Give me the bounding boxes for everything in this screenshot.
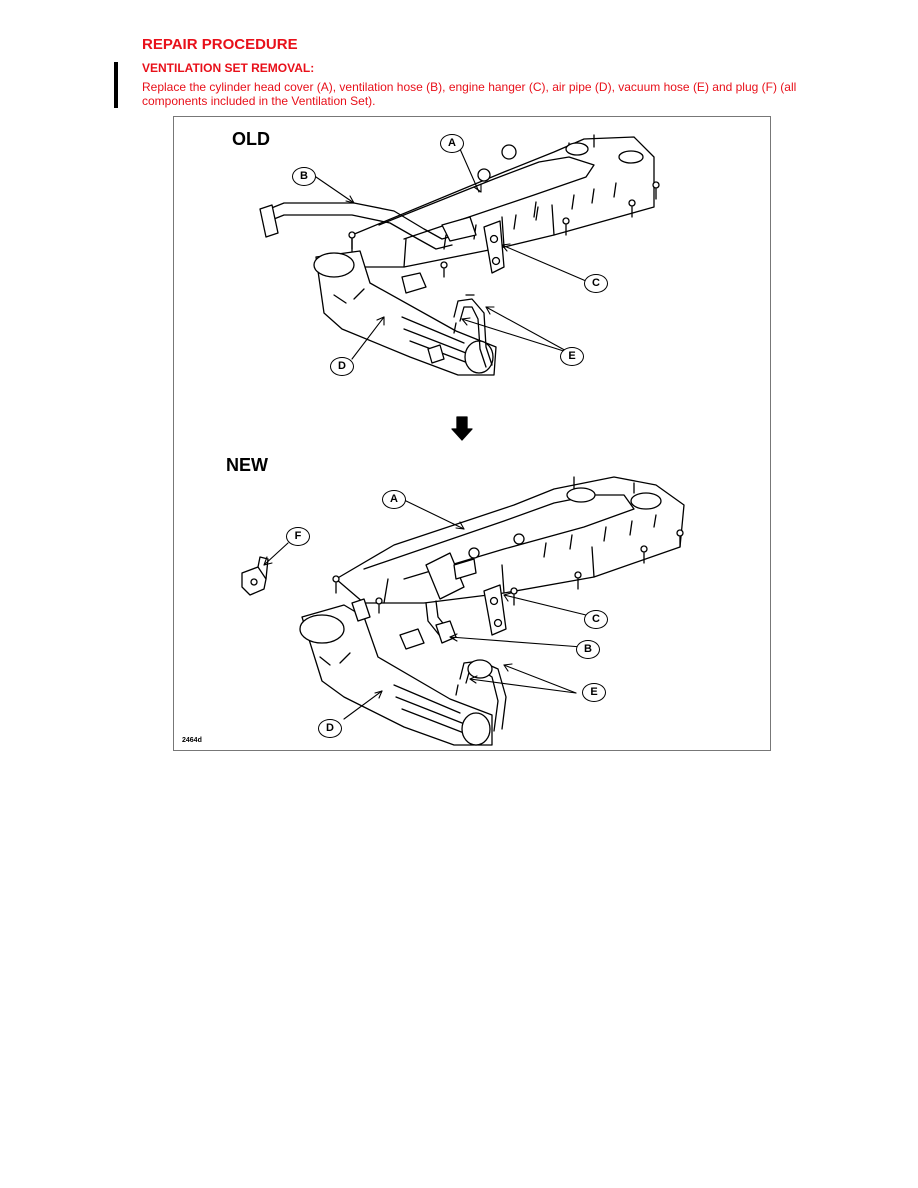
- new-plug: [241, 556, 269, 596]
- old-label: OLD: [232, 129, 270, 149]
- callout-new-b: B: [576, 640, 600, 659]
- old-vacuum-hose: [453, 294, 493, 368]
- callout-old-b: B: [292, 167, 316, 186]
- down-arrow-icon: [451, 416, 473, 441]
- procedure-paragraph: Replace the cylinder head cover (A), ven…: [142, 80, 797, 108]
- callout-new-c: C: [584, 610, 608, 629]
- new-engine-hanger: [483, 584, 507, 636]
- callout-new-e: E: [582, 683, 606, 702]
- old-engine-hanger: [483, 220, 505, 274]
- section-title: REPAIR PROCEDURE: [142, 36, 298, 53]
- new-label: NEW: [226, 455, 268, 475]
- callout-old-d: D: [330, 357, 354, 376]
- leader-lines: [263, 148, 587, 720]
- callout-new-d: D: [318, 719, 342, 738]
- callout-old-c: C: [584, 274, 608, 293]
- callout-new-a: A: [382, 490, 406, 509]
- old-cylinder-head-cover: [348, 134, 660, 278]
- callout-old-e: E: [560, 347, 584, 366]
- old-ventilation-hose: [259, 202, 477, 250]
- ventilation-set-figure: OLD NEW A B C D E A F C B E D 2464d: [173, 116, 771, 751]
- revision-change-bar: [114, 62, 118, 108]
- callout-new-f: F: [286, 527, 310, 546]
- new-cylinder-head-cover: [332, 476, 685, 614]
- new-air-pipe: [299, 598, 493, 746]
- new-vacuum-hose: [455, 659, 507, 732]
- callout-old-a: A: [440, 134, 464, 153]
- section-subtitle: VENTILATION SET REMOVAL:: [142, 61, 315, 75]
- engine-components-drawing: [241, 134, 685, 746]
- figure-id: 2464d: [182, 737, 202, 744]
- old-air-pipe: [313, 250, 497, 376]
